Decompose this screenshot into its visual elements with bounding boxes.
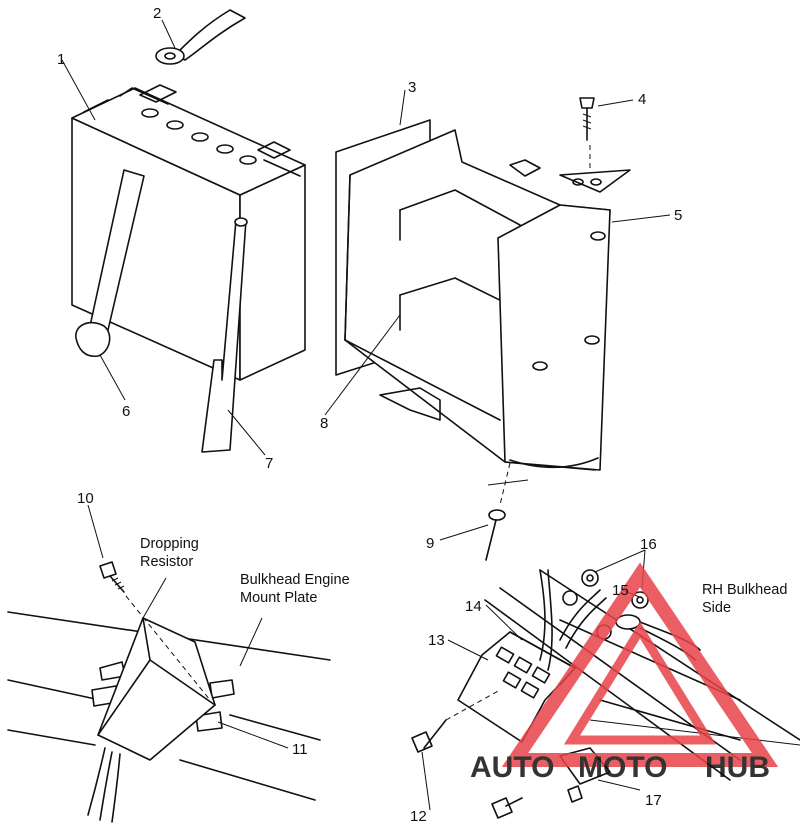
callout-8: 8 <box>320 415 328 432</box>
label-bulkhead-plate-line2: Mount Plate <box>240 590 317 606</box>
callout-16: 16 <box>640 536 657 553</box>
callout-6: 6 <box>122 403 130 420</box>
bolt-4 <box>559 97 631 193</box>
callout-3: 3 <box>408 79 416 96</box>
callout-numbers: 1 2 3 4 5 6 7 8 9 10 11 12 13 14 15 16 1… <box>57 5 682 825</box>
battery-cable <box>155 9 246 65</box>
callout-5: 5 <box>674 207 682 224</box>
callout-4: 4 <box>638 91 646 108</box>
callout-10: 10 <box>77 490 94 507</box>
screw-9 <box>485 462 529 561</box>
callout-14: 14 <box>465 598 482 615</box>
overflow-tube <box>201 217 248 453</box>
watermark-hub: HUB <box>705 751 770 784</box>
watermark-auto: AUTO <box>470 751 554 784</box>
battery-box <box>344 129 611 471</box>
label-dropping-resistor-line2: Resistor <box>140 554 193 570</box>
callout-1: 1 <box>57 51 65 68</box>
callout-2: 2 <box>153 5 161 22</box>
callout-15: 15 <box>612 582 629 599</box>
vent-hose <box>75 169 145 358</box>
label-bulkhead-plate-line1: Bulkhead Engine <box>240 572 350 588</box>
battery <box>71 84 306 381</box>
callout-9: 9 <box>426 535 434 552</box>
callout-11: 11 <box>292 741 308 758</box>
dropping-resistor <box>87 617 235 823</box>
watermark-logo: AUTO MOTO HUB <box>470 562 779 784</box>
text-labels: Dropping Resistor Bulkhead Engine Mount … <box>140 536 787 616</box>
callout-17: 17 <box>645 792 662 809</box>
callout-13: 13 <box>428 632 445 649</box>
callout-12: 12 <box>410 808 427 825</box>
label-rh-bulkhead-line1: RH Bulkhead <box>702 582 787 598</box>
leader-lines <box>61 19 671 811</box>
watermark-moto: MOTO <box>578 751 667 784</box>
callout-7: 7 <box>265 455 273 472</box>
screw-12 <box>411 689 523 819</box>
label-dropping-resistor-line1: Dropping <box>140 536 199 552</box>
screw-10 <box>99 561 211 701</box>
label-rh-bulkhead-line2: Side <box>702 600 731 616</box>
